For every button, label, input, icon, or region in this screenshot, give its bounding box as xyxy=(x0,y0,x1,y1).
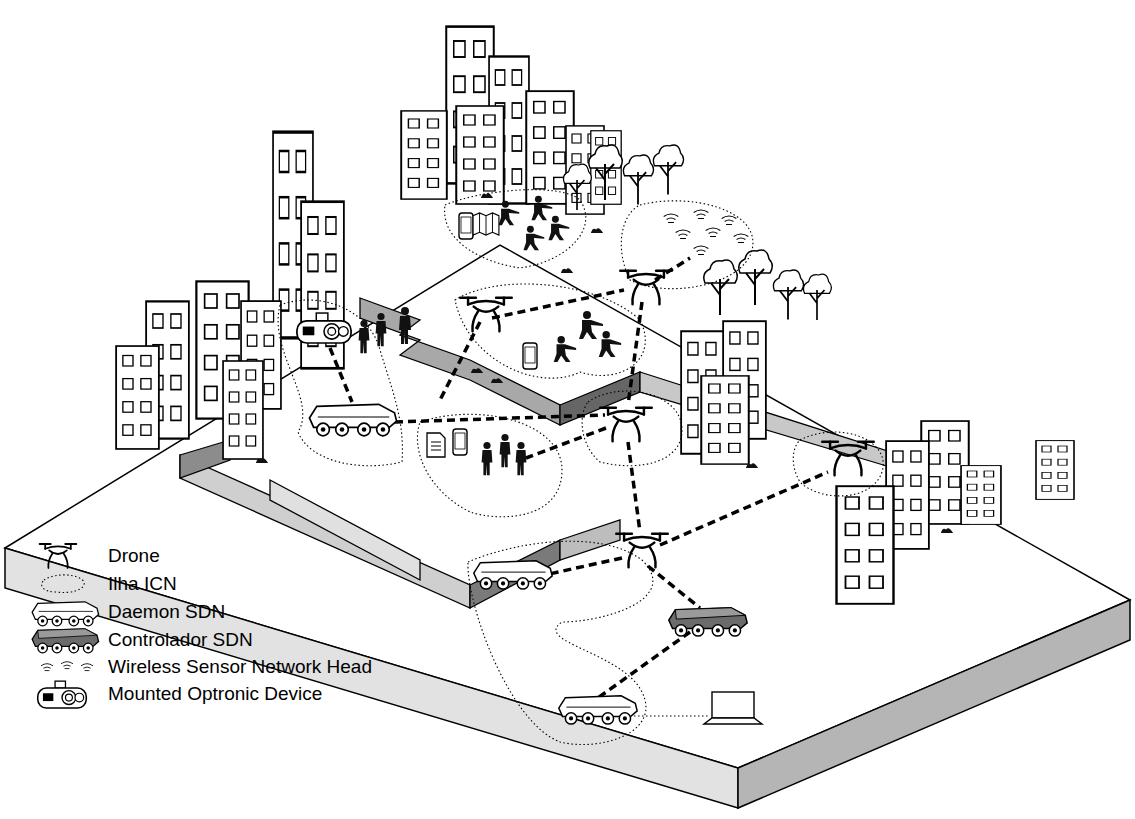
legend-entry: Drone xyxy=(108,544,160,568)
wsn-head xyxy=(664,210,749,254)
building-cluster xyxy=(681,321,766,464)
legend-label: Wireless Sensor Network Head xyxy=(108,656,372,677)
legend-entry: Daemon SDN xyxy=(108,600,225,624)
wireless-link xyxy=(330,258,828,700)
terrain-slab xyxy=(5,245,1130,808)
sdn-vehicle xyxy=(309,404,747,724)
building-cluster xyxy=(837,421,1075,604)
legend-label: Ilha ICN xyxy=(108,573,177,594)
soldier-group xyxy=(359,196,622,475)
terrace-walls xyxy=(180,298,900,608)
building-cluster xyxy=(116,132,344,459)
handheld-device xyxy=(427,213,537,457)
tree-group xyxy=(563,145,831,320)
building-cluster xyxy=(401,27,621,215)
optronic-device xyxy=(297,313,351,343)
legend-entry: Controlador SDN xyxy=(108,628,253,652)
legend-label: Mounted Optronic Device xyxy=(108,683,322,704)
legend-entry: Mounted Optronic Device xyxy=(108,682,322,706)
legend-label: Drone xyxy=(108,545,160,566)
legend-entry: Wireless Sensor Network Head xyxy=(108,655,372,679)
legend-entry: Ilha ICN xyxy=(108,572,177,596)
rubble xyxy=(256,193,953,533)
legend-icon xyxy=(32,544,98,708)
drone xyxy=(460,271,874,568)
legend-label: Controlador SDN xyxy=(108,629,253,650)
laptop xyxy=(704,692,762,724)
legend-label: Daemon SDN xyxy=(108,601,225,622)
